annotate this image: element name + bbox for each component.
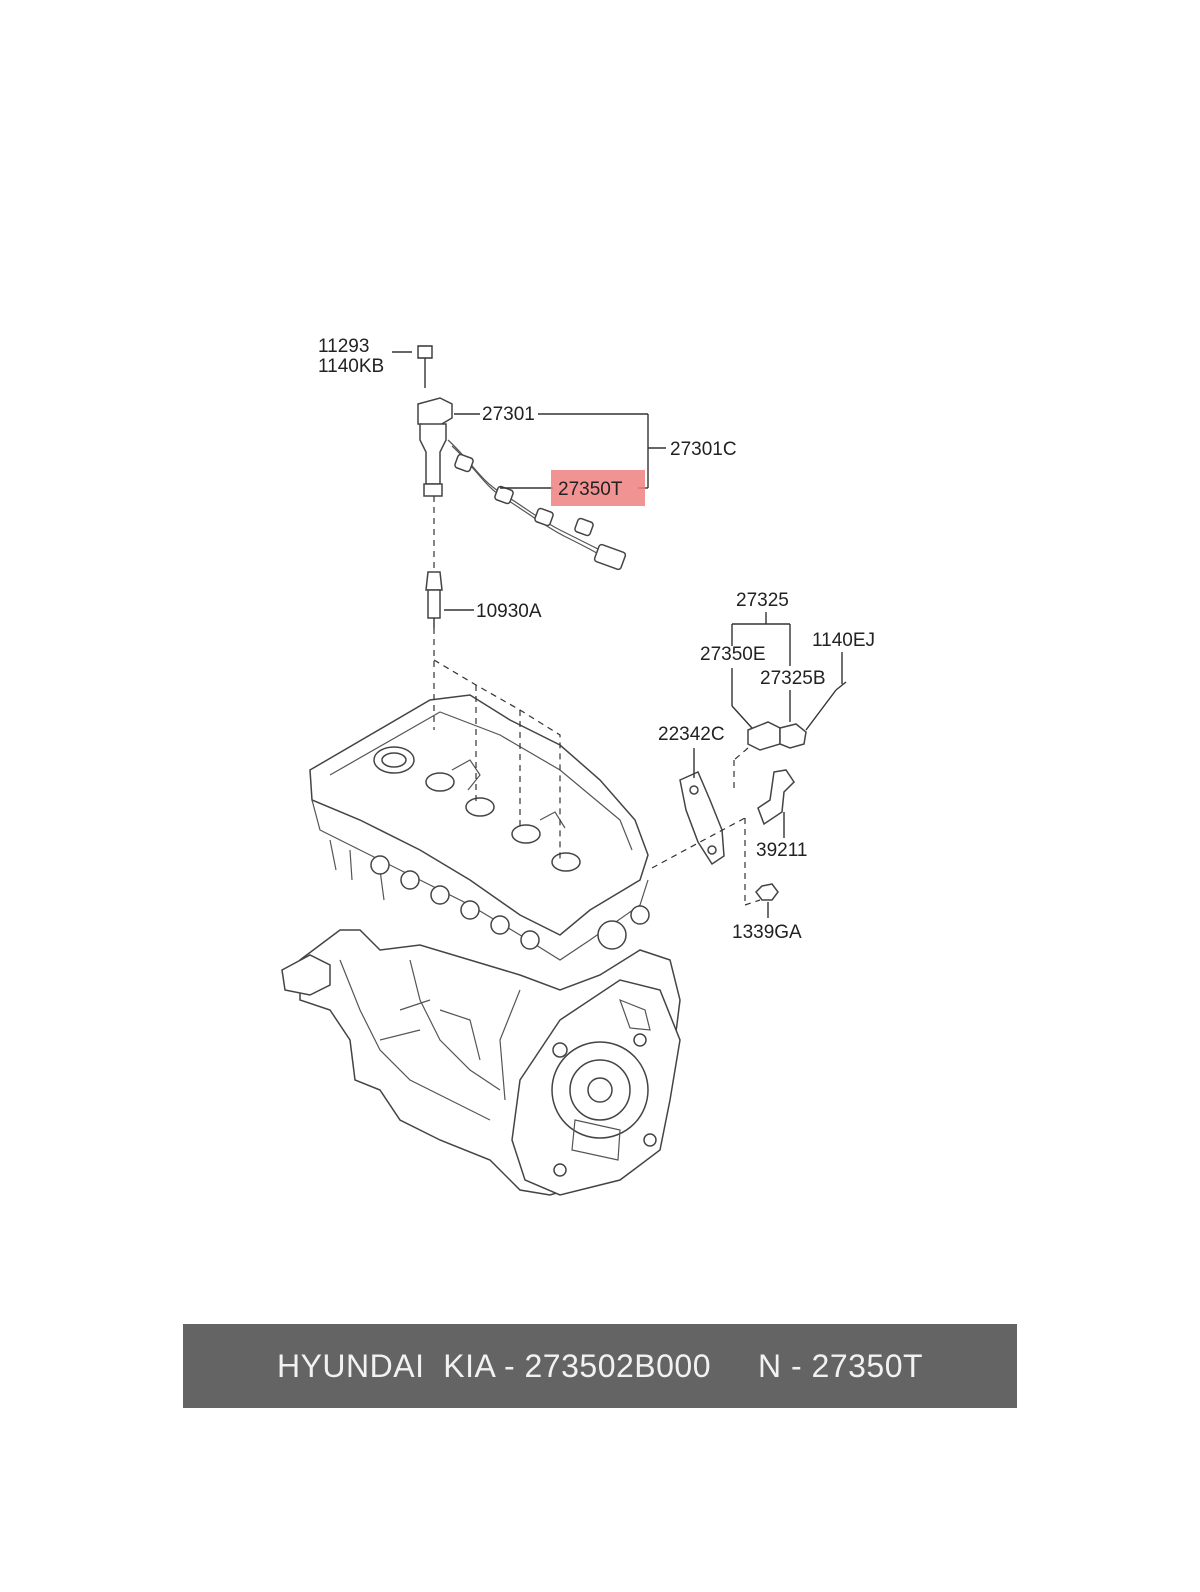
part-label-39211: 39211	[756, 840, 807, 861]
part-label-10930a: 10930A	[476, 601, 542, 622]
sensor-bracket-drawing	[651, 681, 847, 906]
part-label-22342c: 22342C	[658, 724, 725, 745]
part-number-text: HYUNDAI KIA - 273502B000 N - 27350T	[276, 1347, 924, 1384]
part-number-banner: HYUNDAI KIA - 273502B000 N - 27350T	[183, 1324, 1017, 1408]
part-label-1140ej: 1140EJ	[812, 630, 875, 651]
part-label-27325b: 27325B	[760, 668, 826, 689]
part-label-1339ga: 1339GA	[732, 922, 802, 943]
part-label-27301: 27301	[482, 404, 535, 425]
part-label-11293: 11293	[318, 336, 369, 357]
highlight-box	[551, 470, 645, 506]
callout-lines	[444, 413, 843, 918]
part-label-27301c: 27301C	[670, 439, 737, 460]
part-label-27350t: 27350T	[558, 479, 623, 500]
part-label-27350e: 27350E	[700, 644, 766, 665]
engine-block-drawing	[281, 694, 681, 1196]
part-label-27325: 27325	[736, 590, 789, 611]
ignition-coil-drawing	[392, 345, 627, 860]
part-label-1140kb: 1140KB	[318, 356, 384, 377]
